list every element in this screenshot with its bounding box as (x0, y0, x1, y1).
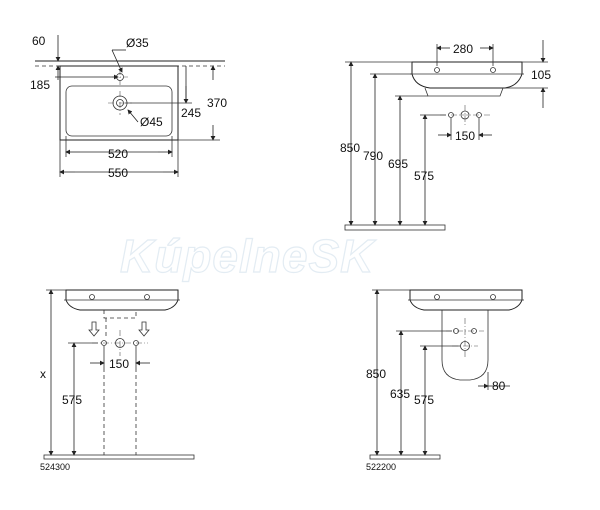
front-elevation: 280 105 150 850 790 695 57 (340, 40, 551, 231)
dim-dia35: Ø35 (126, 36, 149, 50)
dim-105: 105 (531, 68, 551, 82)
basin-bowl (65, 85, 173, 137)
dim-280: 280 (453, 42, 473, 56)
dim-x: x (40, 367, 46, 381)
dim-635: 635 (390, 387, 410, 401)
dim-150-bottom: 150 (109, 357, 129, 371)
product-code-522200: 522200 (366, 462, 396, 472)
dim-370: 370 (207, 96, 227, 110)
watermark-text: KúpelneSK (120, 230, 376, 282)
dim-245: 245 (181, 106, 201, 120)
plan-view: 60 Ø35 185 Ø45 245 370 520 550 (30, 34, 227, 180)
dim-550: 550 (108, 166, 128, 180)
dim-575-semi: 575 (414, 393, 434, 407)
dim-150-top: 150 (455, 129, 475, 143)
semi-pedestal (441, 310, 489, 381)
basin-front-semi (409, 289, 523, 311)
dim-80: 80 (492, 379, 506, 393)
dim-575-top: 575 (414, 169, 434, 183)
basin-front (411, 61, 523, 89)
dim-850-top: 850 (340, 141, 360, 155)
product-code-524300: 524300 (40, 462, 70, 472)
dim-60: 60 (32, 34, 46, 48)
basin-front-col (65, 289, 179, 311)
dim-575-bottom: 575 (62, 393, 82, 407)
floor-col (43, 454, 195, 460)
pedestal-outline (103, 368, 137, 455)
dim-520: 520 (108, 147, 128, 161)
dim-695: 695 (388, 157, 408, 171)
floor-line (344, 224, 446, 231)
dim-185: 185 (30, 78, 50, 92)
column-elevation: 150 x 575 524300 (40, 289, 195, 472)
dim-790: 790 (363, 149, 383, 163)
dim-dia45: Ø45 (140, 115, 163, 129)
semi-pedestal-elevation: 80 850 635 575 522200 (366, 289, 524, 472)
dim-850-bottom: 850 (366, 367, 386, 381)
floor-semi (369, 454, 441, 460)
